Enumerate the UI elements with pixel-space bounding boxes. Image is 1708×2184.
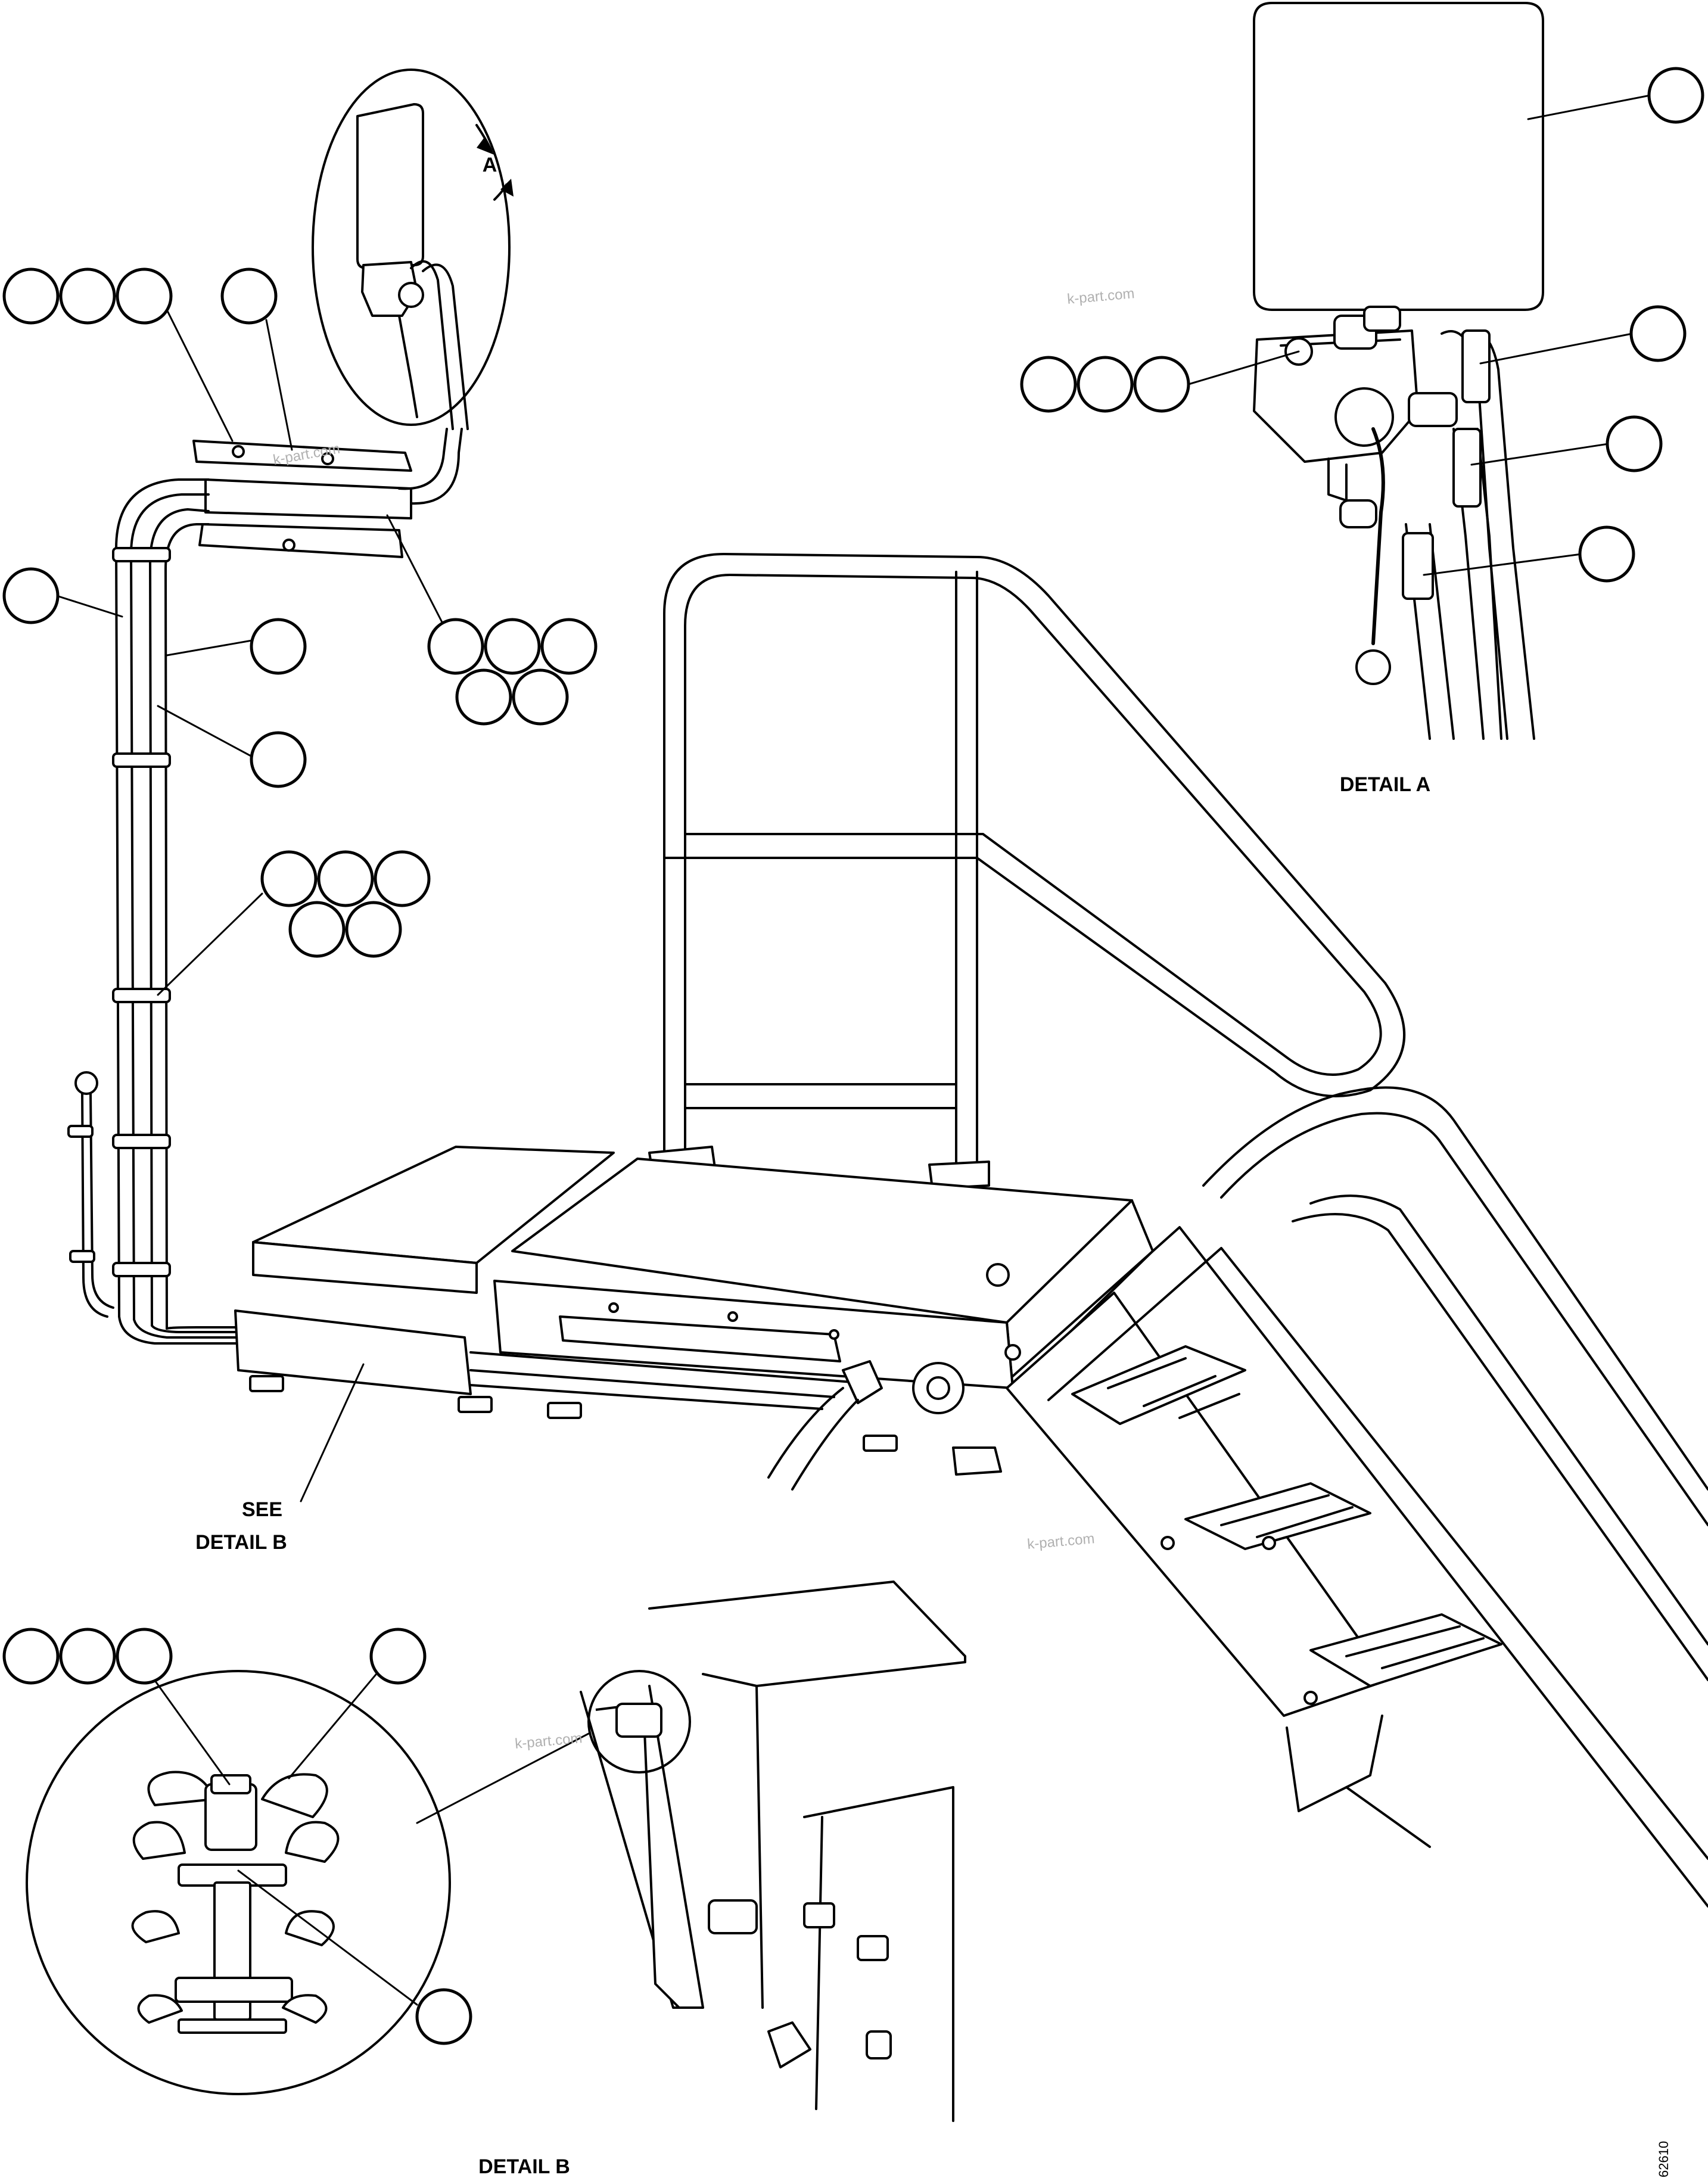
stair-assembly bbox=[1006, 1226, 1708, 1908]
drawing-code: 62610 bbox=[1656, 2141, 1671, 2177]
ladder-assembly bbox=[648, 553, 1708, 1681]
detail-a-label: DETAIL A bbox=[1340, 773, 1430, 796]
detail-a-view: DETAIL A bbox=[1020, 2, 1704, 796]
watermark-1: k-part.com bbox=[1066, 285, 1135, 307]
valve-callout-view: A bbox=[312, 69, 514, 430]
detail-b-view: DETAIL B bbox=[2, 1628, 570, 2178]
see-label: SEE bbox=[242, 1498, 282, 1521]
detail-b-inset bbox=[416, 1581, 966, 2122]
detail-b-label: DETAIL B bbox=[478, 2155, 570, 2178]
see-detail-b-label: DETAIL B bbox=[195, 1531, 287, 1554]
view-letter-a: A bbox=[483, 154, 497, 176]
hose-bundle bbox=[2, 267, 598, 1345]
watermark-3: k-part.com bbox=[1026, 1530, 1095, 1553]
watermark-4: k-part.com bbox=[514, 1730, 583, 1752]
platform-assembly: SEE DETAIL B bbox=[195, 1146, 1154, 1554]
